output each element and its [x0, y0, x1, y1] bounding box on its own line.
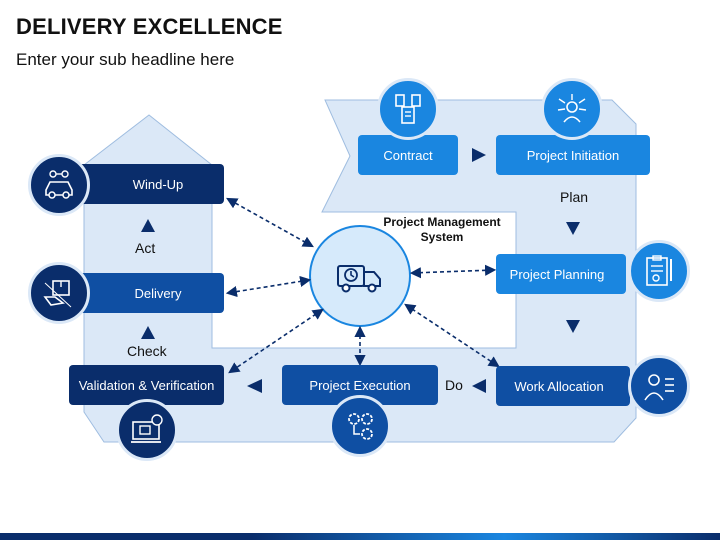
- execution-icon: [329, 395, 391, 457]
- allocation-icon: [628, 355, 690, 417]
- step-wind-up[interactable]: Wind-Up: [70, 164, 224, 204]
- connector-allocation: [404, 303, 500, 368]
- step-validation-verification[interactable]: Validation & Verification: [69, 365, 224, 405]
- arrow-do-left: [472, 379, 486, 393]
- phase-plan: Plan: [560, 189, 589, 205]
- step-wind-up-label: Wind-Up: [132, 176, 184, 192]
- step-contract[interactable]: Contract: [358, 135, 458, 175]
- windup-icon: [28, 154, 90, 216]
- connector-planning: [409, 264, 497, 279]
- truck-clock-icon: [336, 260, 384, 294]
- contract-icon: [377, 78, 439, 140]
- step-validation-verification-label: Validation & Verification: [78, 377, 215, 393]
- step-project-initiation[interactable]: Project Initiation: [496, 135, 650, 175]
- step-contract-label: Contract: [383, 147, 433, 163]
- step-work-allocation-label: Work Allocation: [514, 378, 604, 394]
- step-project-execution-label: Project Execution: [309, 377, 411, 393]
- center-hub-title: Project Management System: [383, 215, 501, 244]
- phase-do: Do: [445, 377, 463, 393]
- connector-delivery: [225, 275, 312, 298]
- phase-act: Act: [135, 240, 156, 256]
- page-title: DELIVERY EXCELLENCE: [16, 14, 283, 39]
- planning-icon: [628, 240, 690, 302]
- step-project-initiation-label: Project Initiation: [526, 147, 620, 163]
- step-project-planning[interactable]: Project Planning: [496, 254, 626, 294]
- arrow-execution-left: [247, 379, 262, 393]
- step-project-planning-label: Project Planning: [509, 266, 605, 282]
- arrow-check-up: [141, 326, 155, 339]
- connector-validation: [228, 308, 324, 374]
- connector-windup: [226, 197, 314, 248]
- arrow-contract-to-initiation: [472, 148, 486, 162]
- arrow-act-up: [141, 219, 155, 232]
- validation-icon: [116, 399, 178, 461]
- initiation-icon: [541, 78, 603, 140]
- step-delivery[interactable]: Delivery: [70, 273, 224, 313]
- arrow-planning-down: [566, 320, 580, 333]
- delivery-icon: [28, 262, 90, 324]
- arrow-plan-down: [566, 222, 580, 235]
- footer-bar: [0, 533, 720, 540]
- step-delivery-label: Delivery: [134, 285, 182, 301]
- phase-check: Check: [127, 343, 167, 359]
- step-work-allocation[interactable]: Work Allocation: [496, 366, 630, 406]
- page-subtitle: Enter your sub headline here: [16, 50, 235, 69]
